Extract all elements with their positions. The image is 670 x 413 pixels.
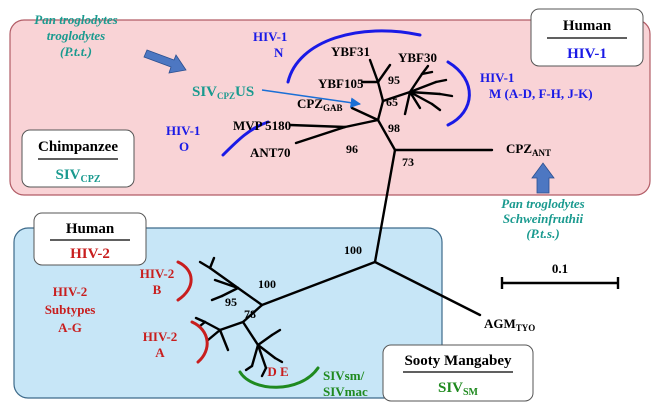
svg-text:Schweinfruthii: Schweinfruthii — [503, 211, 584, 226]
branch-to-ybf30 — [376, 63, 392, 84]
scale-bar — [500, 277, 620, 289]
hiv2-de-label: D E — [267, 364, 288, 379]
ptt-block-arrow — [143, 49, 187, 74]
bootstrap-95-hiv2: 95 — [225, 295, 237, 309]
chimpanzee-title: Chimpanzee — [38, 139, 118, 155]
hiv2-b-arc — [176, 260, 193, 302]
hiv1-n-arc — [286, 29, 422, 84]
taxon-ybf31: YBF31 — [331, 44, 370, 59]
hiv1-o-arc — [221, 120, 270, 157]
human-hiv1-title: Human — [563, 18, 612, 34]
sivsm-label: SIVsm/ — [323, 368, 365, 383]
svg-text:(P.t.s.): (P.t.s.) — [526, 226, 559, 241]
taxon-ybf105: YBF105 — [318, 76, 364, 91]
branch-to-m-group — [381, 90, 412, 103]
bootstrap-78: 78 — [244, 307, 256, 321]
hiv1-n-label: HIV-1 — [253, 29, 287, 44]
tree-branches — [194, 58, 494, 378]
sivsm-arc — [238, 366, 320, 389]
svg-text:Pan troglodytes: Pan troglodytes — [501, 196, 584, 211]
hiv2-a-arc — [190, 320, 209, 364]
pts-label: Pan troglodytes Schweinfruthii (P.t.s.) — [501, 196, 584, 241]
hiv1-m-subtypes: M (A-D, F-H, J-K) — [489, 86, 593, 101]
sooty-mangabey-region — [13, 227, 443, 399]
bootstrap-98: 98 — [388, 121, 400, 135]
hiv2-subtypes-label: HIV-2 — [53, 284, 87, 299]
sivmac-label: SIVmac — [323, 384, 368, 399]
taxon-cpzgab: CPZGAB — [297, 96, 343, 113]
taxon-ybf30: YBF30 — [398, 50, 437, 65]
svg-text:troglodytes: troglodytes — [47, 28, 106, 43]
branch-node98-to-gab — [350, 106, 380, 122]
human-hiv1-subtitle: HIV-1 — [567, 46, 607, 62]
hiv2-subtypes-line2: Subtypes — [45, 302, 96, 317]
human-hiv2-label-box: Human HIV-2 — [33, 212, 147, 266]
human-hiv2-title: Human — [66, 221, 115, 237]
hiv1-o-label: HIV-1 — [166, 123, 200, 138]
branch-to-ybf31 — [368, 58, 380, 84]
svg-text:Pan troglodytes: Pan troglodytes — [34, 12, 117, 27]
bootstrap-95-top: 95 — [388, 73, 400, 87]
human-hiv2-subtitle: HIV-2 — [70, 246, 110, 262]
bootstrap-96: 96 — [346, 142, 358, 156]
branch-to-mvp5180 — [288, 123, 347, 129]
branch-to-ant70 — [294, 125, 347, 145]
human-hiv1-label-box: Human HIV-1 — [530, 8, 644, 67]
branch-hiv2-b — [236, 286, 264, 307]
sooty-mangabey-subtitle: SIVSM — [438, 380, 479, 398]
branch-to-sivsm — [241, 320, 260, 347]
branch-root-to-hiv2 — [260, 260, 377, 307]
branch-to-node98 — [376, 118, 397, 152]
taxon-agm: AGMTYO — [484, 316, 535, 333]
hiv2-b-label: HIV-2 — [140, 266, 174, 281]
branch-root-to-chimp — [373, 148, 397, 264]
sooty-mangabey-title: Sooty Mangabey — [404, 353, 512, 369]
hiv1-n-letter: N — [274, 45, 284, 60]
branch-node98-up — [376, 99, 385, 122]
hiv2-b-letter: B — [153, 282, 162, 297]
hiv2-subtypes-line3: A-G — [58, 320, 82, 335]
svg-text:(P.t.t.): (P.t.t.) — [60, 44, 92, 59]
bootstrap-100-hiv2: 100 — [258, 277, 276, 291]
sooty-mangabey-label-box: Sooty Mangabey SIVSM — [382, 344, 534, 402]
hiv1-o-letter: O — [179, 139, 189, 154]
bootstrap-73: 73 — [402, 155, 414, 169]
hiv1-m-label: HIV-1 — [480, 70, 514, 85]
bootstrap-100-mid: 100 — [344, 243, 362, 257]
bootstrap-65: 65 — [386, 95, 398, 109]
branch-root-to-agm — [373, 260, 482, 317]
taxon-cpzant: CPZANT — [506, 141, 551, 158]
chimpanzee-label-box: Chimpanzee SIVCPZ — [21, 129, 135, 188]
taxon-sivcpzus: SIVCPZUS — [192, 84, 254, 101]
taxon-ant70: ANT70 — [250, 145, 290, 160]
pts-block-arrow — [531, 162, 555, 194]
hiv2-a-label: HIV-2 — [143, 329, 177, 344]
scale-bar-label: 0.1 — [552, 261, 568, 276]
branch-hiv2-to-node78 — [241, 303, 264, 324]
taxon-mvp5180: MVP 5180 — [233, 118, 291, 133]
hiv2-a-letter: A — [155, 345, 165, 360]
chimpanzee-subtitle: SIVCPZ — [55, 167, 100, 185]
branch-to-node65 — [376, 80, 385, 103]
branch-hiv2-a — [218, 320, 245, 332]
hiv1-m-arc — [446, 60, 471, 127]
ptt-label: Pan troglodytes troglodytes (P.t.t.) — [34, 12, 117, 59]
branch-node98-to-node96 — [343, 118, 380, 129]
sivcpzus-arrow — [261, 89, 362, 108]
